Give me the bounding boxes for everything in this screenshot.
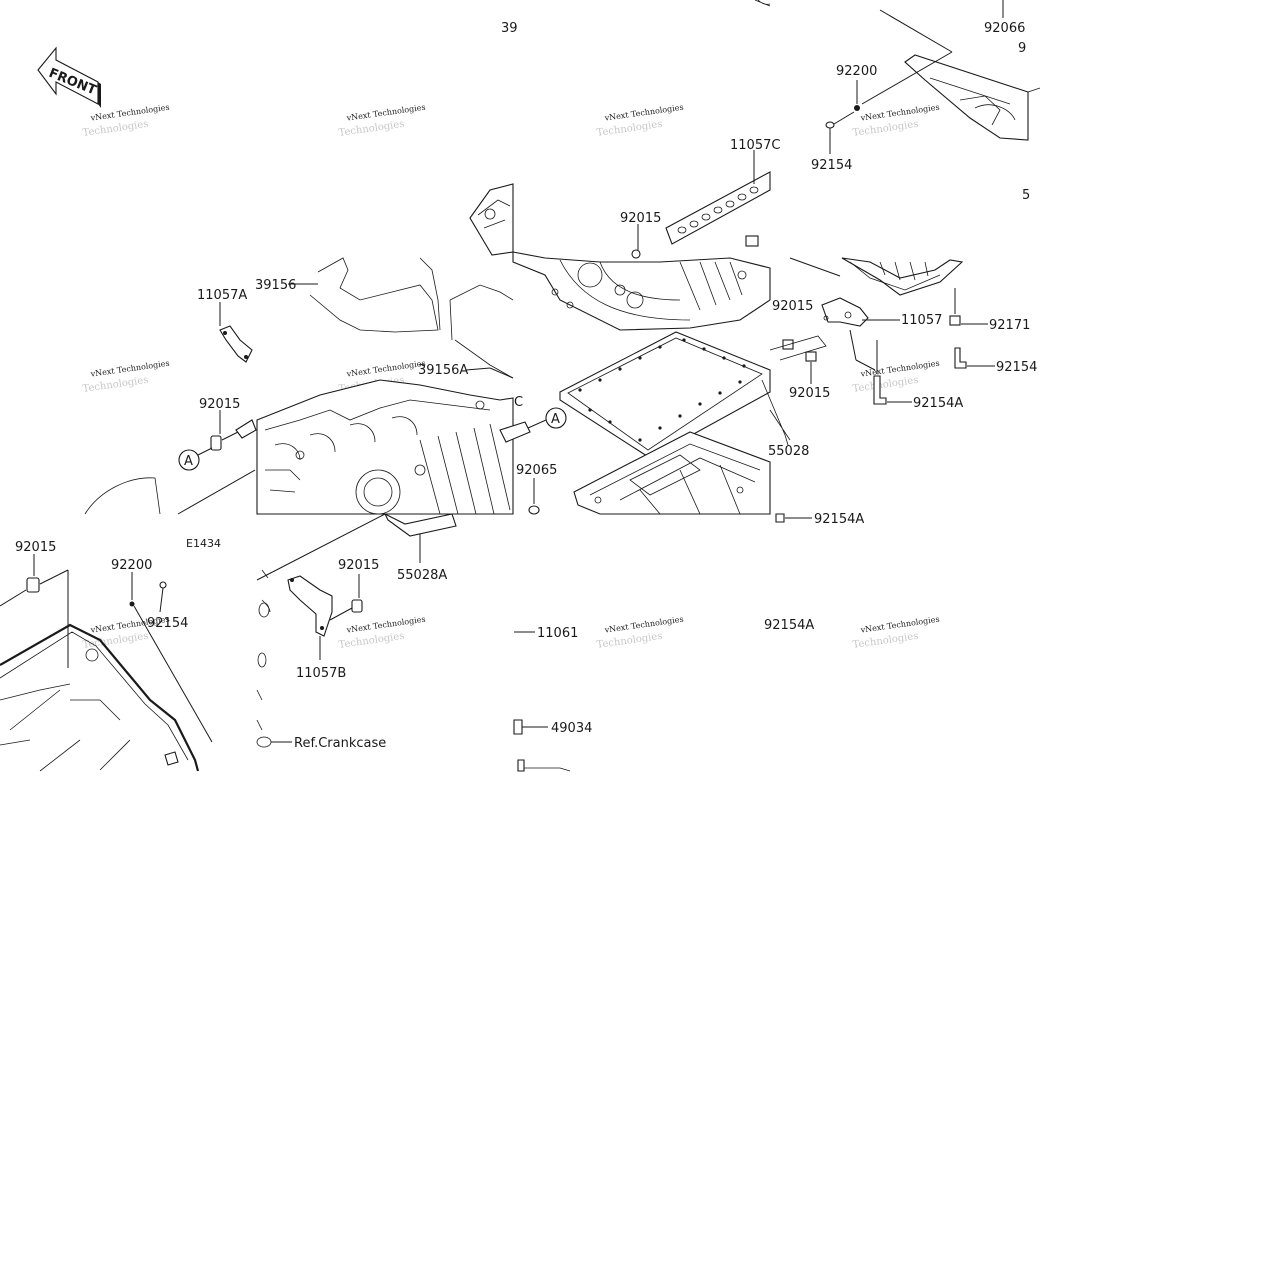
callout-39-top: 39 xyxy=(501,21,518,36)
callout-92015-top: 92015 xyxy=(620,211,661,226)
callout-11061: 11061 xyxy=(537,626,578,641)
figure-code: E1434 xyxy=(186,537,221,550)
lower-center-parts xyxy=(256,512,571,772)
callout-11057c: 11057C xyxy=(730,138,780,153)
callout-9-top-right: 9 xyxy=(1018,41,1026,56)
callout-92015-bottom-center: 92015 xyxy=(338,558,379,573)
ref-crankcase: Ref.Crankcase xyxy=(294,736,386,751)
callout-92015-right: 92015 xyxy=(772,299,813,314)
callout-92015-bottom-left: 92015 xyxy=(15,540,56,555)
callout-11057a: 11057A xyxy=(197,288,247,303)
callout-92154-top: 92154 xyxy=(811,158,852,173)
callout-49034: 49034 xyxy=(551,721,592,736)
bolt-92154a-low xyxy=(775,513,812,523)
callout-92015-left: 92015 xyxy=(199,397,240,412)
callout-92154-bottom-left: 92154 xyxy=(147,616,188,631)
middle-left-covers xyxy=(288,257,514,379)
crankcase-assembly xyxy=(256,379,567,515)
callout-5-right: 5 xyxy=(1022,188,1030,203)
lower-left-cover: E1434 xyxy=(0,537,221,772)
callout-92171: 92171 xyxy=(989,318,1030,333)
callout-39156a: 39156A xyxy=(418,363,468,378)
callout-92200-bottom-left: 92200 xyxy=(111,558,152,573)
callout-11057: 11057 xyxy=(901,313,942,328)
oil-pan-gasket xyxy=(559,331,771,515)
callout-11057b: 11057B xyxy=(296,666,346,681)
callout-92154a-bottom: 92154A xyxy=(764,618,814,633)
bracket-11057a xyxy=(219,302,253,363)
callout-92065: 92065 xyxy=(516,463,557,478)
callout-55028a: 55028A xyxy=(397,568,447,583)
upper-engine-block xyxy=(469,150,771,331)
callout-55028: 55028 xyxy=(768,444,809,459)
callout-92154-right: 92154 xyxy=(996,360,1037,375)
callout-92200-top: 92200 xyxy=(836,64,877,79)
ref-a-right: A xyxy=(551,412,560,427)
callout-92154a-low: 92154A xyxy=(814,512,864,527)
callout-39156: 39156 xyxy=(255,278,296,293)
callout-c-mid: C xyxy=(514,395,523,410)
callout-92066: 92066 xyxy=(984,21,1025,36)
upper-right-bracket xyxy=(825,0,1041,154)
right-middle-bracket xyxy=(769,257,995,405)
callout-92015-mid: 92015 xyxy=(789,386,830,401)
callout-92154a-mid: 92154A xyxy=(913,396,963,411)
ref-a-left: A xyxy=(184,454,193,469)
collar-92015-left xyxy=(178,410,257,471)
